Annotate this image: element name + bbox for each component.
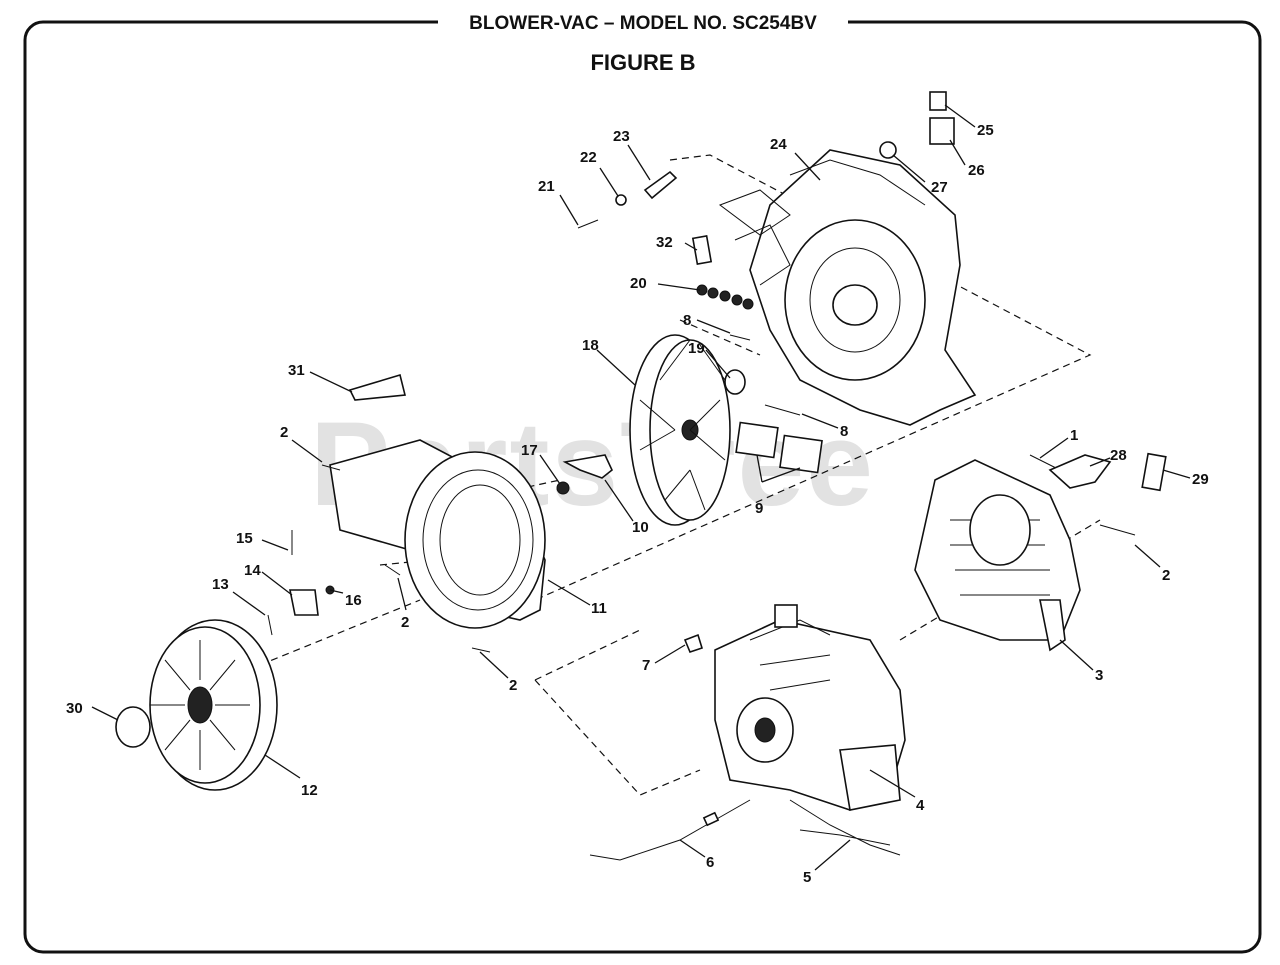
wire-harness-5 (789, 799, 901, 856)
callout-17: 17 (521, 442, 538, 459)
fan-cover-11 (329, 439, 546, 629)
label-30 (115, 706, 151, 748)
screw-21 (577, 219, 599, 229)
rear-housing-3 (914, 459, 1081, 652)
label-31 (348, 373, 407, 401)
callout-numbers: 1 2 2 2 2 3 4 5 6 7 8 8 9 10 11 12 13 14… (66, 122, 1209, 886)
callout-22: 22 (580, 149, 597, 166)
callout-9: 9 (755, 500, 763, 517)
callout-13: 13 (212, 576, 229, 593)
callout-7: 7 (642, 657, 650, 674)
strip-28 (1048, 454, 1112, 489)
diagram-title: BLOWER-VAC – MODEL NO. SC254BV (469, 13, 817, 34)
callout-11: 11 (591, 600, 607, 617)
callout-16: 16 (345, 592, 362, 609)
callout-20: 20 (630, 275, 647, 292)
foam-strip-20 (696, 284, 754, 310)
spark-plug-7 (683, 633, 703, 653)
callout-27: 27 (931, 179, 948, 196)
bracket-10 (562, 454, 613, 479)
callout-29: 29 (1192, 471, 1209, 488)
callout-12: 12 (301, 782, 318, 799)
screw-2d (1099, 524, 1136, 536)
lever-23 (643, 170, 678, 200)
callout-23: 23 (613, 128, 630, 145)
screw-2a (321, 464, 341, 471)
callout-18: 18 (582, 337, 599, 354)
throttle-cable-6 (589, 799, 751, 861)
label-32 (691, 235, 713, 265)
callout-30: 30 (66, 700, 83, 717)
callout-19: 19 (688, 340, 705, 357)
label-9b (779, 434, 823, 474)
callout-25: 25 (977, 122, 994, 139)
callout-15: 15 (236, 530, 253, 547)
knob-part-27 (879, 141, 897, 159)
impeller-fan-18 (629, 334, 731, 526)
switch-part-25 (929, 91, 947, 111)
callout-3: 3 (1095, 667, 1103, 684)
screw-2b (384, 564, 401, 576)
pawl-14 (289, 589, 319, 616)
callout-14: 14 (244, 562, 261, 579)
callout-2b: 2 (1162, 567, 1170, 584)
callout-8a: 8 (683, 312, 691, 329)
callout-32: 32 (656, 234, 673, 251)
figure-label: FIGURE B (590, 50, 695, 75)
screw-13 (267, 614, 273, 636)
callout-2a: 2 (280, 424, 288, 441)
nut-17 (556, 481, 570, 495)
callout-10: 10 (632, 519, 649, 536)
label-29 (1141, 452, 1167, 492)
screw-8b (764, 404, 801, 416)
washer-19 (724, 369, 746, 395)
screw-2c (471, 647, 491, 653)
cover-part-26 (929, 117, 955, 145)
callout-28: 28 (1110, 447, 1127, 464)
blower-housing (718, 149, 977, 426)
callout-21: 21 (538, 178, 555, 195)
screw-8a (729, 334, 751, 341)
callout-4: 4 (916, 797, 925, 814)
callout-8b: 8 (840, 423, 848, 440)
callout-2d: 2 (509, 677, 517, 694)
washer-22 (615, 194, 627, 206)
callout-5: 5 (803, 869, 811, 886)
callout-1: 1 (1070, 427, 1078, 444)
callout-6: 6 (706, 854, 714, 871)
callout-31: 31 (288, 362, 305, 379)
leader-lines (91, 104, 1191, 871)
callout-26: 26 (968, 162, 985, 179)
callout-24: 24 (770, 136, 787, 153)
callout-2c: 2 (401, 614, 409, 631)
engine-4 (714, 604, 906, 811)
label-9a (735, 421, 779, 459)
starter-cover-12 (149, 619, 278, 791)
